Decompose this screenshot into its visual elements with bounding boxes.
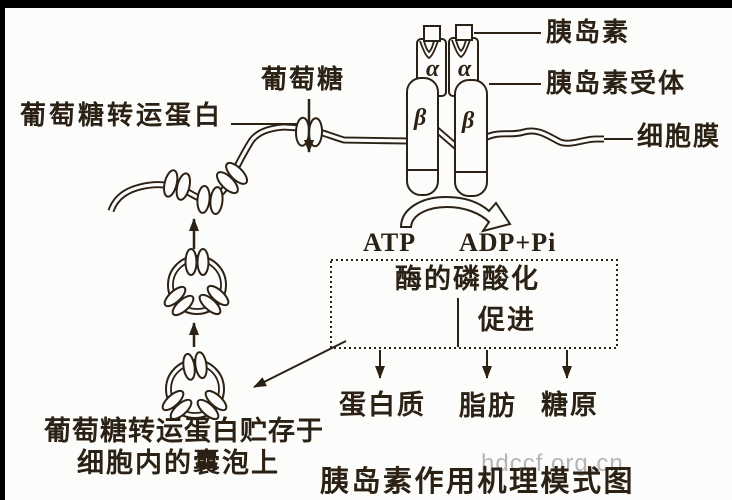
- alpha-notch-left: [419, 40, 439, 60]
- insulin-receptor-label: 胰岛素受体: [546, 69, 687, 98]
- alpha-label-left: α: [426, 56, 440, 82]
- glucose-label: 葡萄糖: [261, 65, 346, 94]
- enzyme-phosphorylation-label: 酶的磷酸化: [395, 264, 540, 294]
- membrane-transporter-pair-1: [163, 169, 191, 201]
- beta-label-right: β: [462, 108, 475, 134]
- atp-label: ATP: [363, 228, 417, 257]
- beta-subunit-right: [454, 79, 488, 197]
- top-frame-bar: [0, 0, 732, 8]
- insulin-label: 胰岛素: [546, 18, 631, 47]
- vesicle-lower: [161, 351, 228, 421]
- insulin-molecule-right: [455, 24, 473, 41]
- left-frame-bar: [0, 0, 5, 500]
- protein-label: 蛋白质: [339, 390, 426, 420]
- adp-pi-label: ADP+Pi: [459, 228, 557, 257]
- beta-label-left: β: [414, 105, 427, 131]
- alpha-label-right: α: [458, 56, 472, 82]
- insulin-receptor: [406, 24, 488, 197]
- membrane-transporter-pair-2: [196, 184, 224, 216]
- vesicle-note-line2: 细胞内的囊泡上: [77, 448, 280, 478]
- phosphorylation-box: [330, 259, 618, 349]
- glucose-transporter-channel: [294, 116, 324, 148]
- glucose-transporter-label: 葡萄糖转运蛋白: [20, 101, 224, 130]
- diagram-title: 胰岛素作用机理模式图: [320, 466, 636, 498]
- recruitment-arrow: [253, 340, 347, 388]
- glycogen-label: 糖原: [541, 390, 599, 420]
- fat-label: 脂肪: [459, 391, 517, 421]
- vesicle-note-line1: 葡萄糖转运蛋白贮存于: [44, 416, 324, 446]
- membrane-transporter-pair-3: [215, 161, 249, 195]
- alpha-notch-right: [451, 39, 471, 59]
- promote-label: 促进: [478, 305, 536, 335]
- atp-hydrolysis-arrow: [399, 195, 512, 233]
- watermark: hdccf.org.cn: [481, 450, 624, 477]
- beta-subunit-left: [406, 77, 439, 196]
- vesicle-upper: [163, 248, 230, 317]
- cell-membrane-label: 细胞膜: [637, 122, 722, 151]
- insulin-molecule-left: [423, 25, 441, 42]
